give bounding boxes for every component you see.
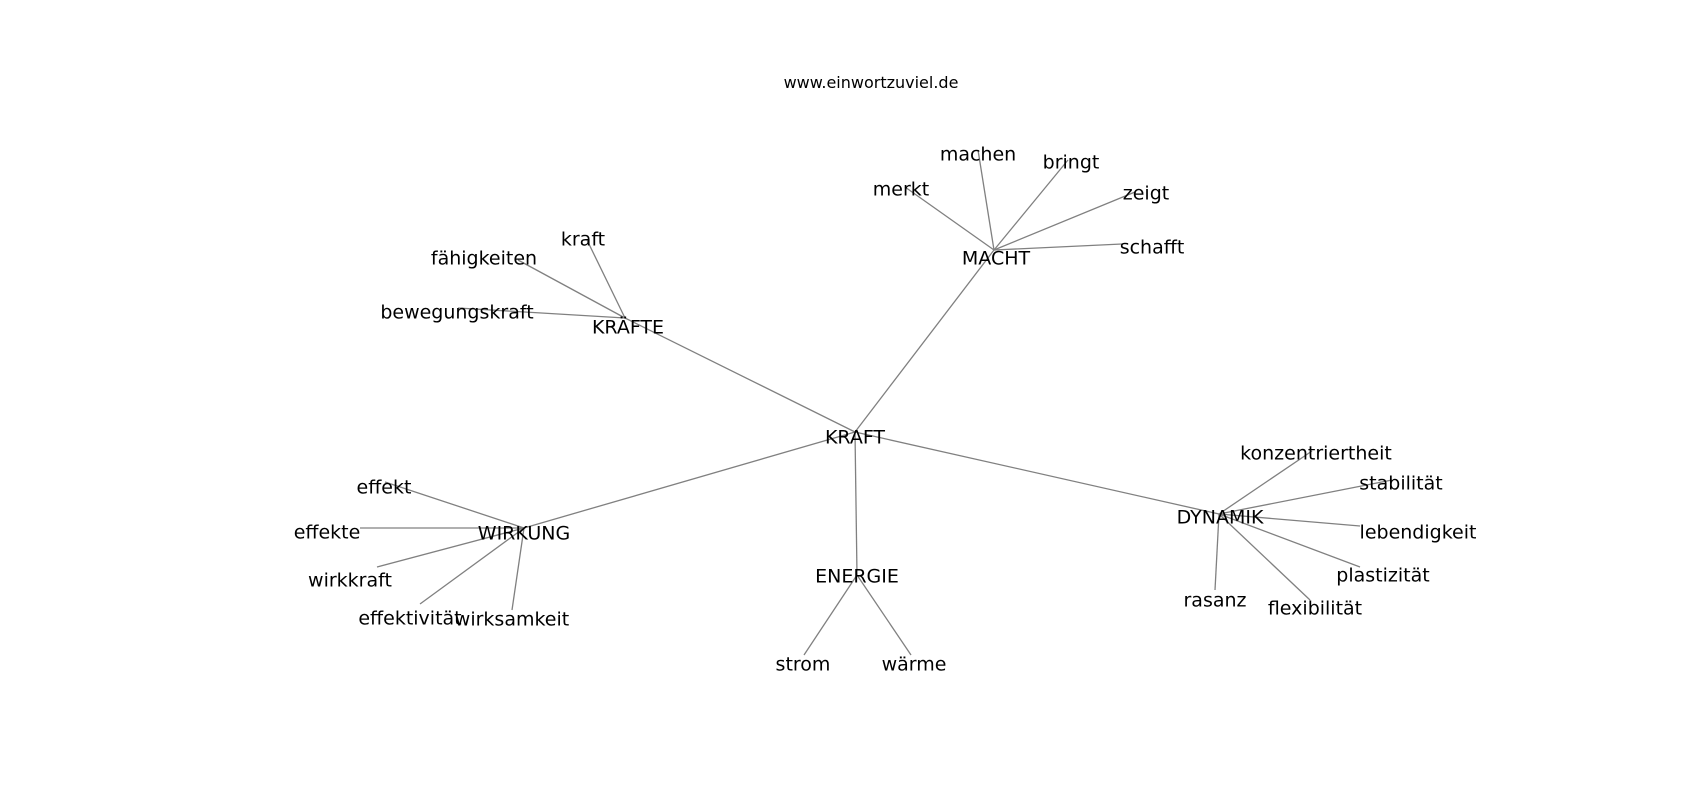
edge-kraft-macht — [854, 249, 995, 433]
node-label-schafft: schafft — [1120, 237, 1185, 259]
edge-energie-strom — [803, 574, 858, 656]
node-label-lebendigkeit: lebendigkeit — [1360, 522, 1477, 544]
node-label-stabilitaet: stabilität — [1359, 473, 1442, 495]
node-label-kraft: kraft — [561, 229, 605, 251]
edge-energie-waerme — [856, 574, 912, 656]
edge-macht-schafft — [993, 243, 1123, 251]
node-label-bringt: bringt — [1043, 152, 1100, 174]
edge-dynamik-flexibilitaet — [1218, 513, 1311, 601]
node-label-strom: strom — [776, 654, 831, 676]
edge-kraefte-bewegungskraft — [457, 307, 626, 319]
node-label-effektivitaet: effektivität — [358, 608, 461, 630]
node-label-kraft: KRAFT — [825, 427, 885, 449]
node-label-dynamik: DYNAMIK — [1177, 507, 1264, 529]
edge-wirkung-effektivitaet — [419, 527, 525, 605]
node-label-wirkung: WIRKUNG — [478, 523, 570, 545]
node-label-konzentriertheit: konzentriertheit — [1240, 443, 1392, 465]
edge-macht-bringt — [993, 159, 1069, 251]
node-label-wirkkraft: wirkkraft — [308, 570, 392, 592]
node-label-effekt: effekt — [357, 477, 412, 499]
node-label-effekte: effekte — [294, 522, 361, 544]
source-url: www.einwortzuviel.de — [784, 73, 959, 92]
node-label-merkt: merkt — [873, 179, 929, 201]
node-label-kraefte: KRÄFTE — [592, 316, 664, 339]
edge-macht-zeigt — [993, 191, 1136, 251]
node-label-flexibilitaet: flexibilität — [1268, 598, 1362, 620]
edge-dynamik-rasanz — [1214, 513, 1220, 591]
node-label-faehigkeiten: fähigkeiten — [431, 248, 537, 270]
edge-kraefte-kraft — [586, 239, 626, 319]
node-label-zeigt: zeigt — [1123, 183, 1169, 205]
node-label-bewegungskraft: bewegungskraft — [380, 302, 533, 324]
node-label-plastizitaet: plastizität — [1336, 565, 1429, 587]
edge-dynamik-lebendigkeit — [1218, 513, 1361, 527]
edge-dynamik-konzentriertheit — [1218, 450, 1313, 515]
edge-macht-merkt — [904, 186, 995, 251]
node-labels: KRAFT KRÄFTE kraft fähigkeiten bewegungskraf… — [294, 144, 1477, 676]
edges — [360, 149, 1393, 656]
edge-kraft-kraefte — [624, 317, 856, 433]
edge-kraft-energie — [854, 431, 858, 576]
node-label-machen: machen — [940, 144, 1016, 166]
edge-kraft-dynamik — [854, 431, 1220, 515]
node-label-energie: ENERGIE — [815, 566, 899, 588]
node-label-macht: MACHT — [962, 248, 1031, 270]
edge-wirkung-effekt — [384, 481, 525, 529]
edge-wirkung-wirksamkeit — [511, 527, 525, 611]
node-label-rasanz: rasanz — [1183, 590, 1246, 612]
edge-wirkung-wirkkraft — [376, 527, 525, 568]
edge-kraft-wirkung — [523, 431, 856, 529]
edge-dynamik-plastizitaet — [1218, 513, 1361, 568]
edge-kraefte-faehigkeiten — [517, 259, 626, 319]
node-label-waerme: wärme — [882, 654, 947, 676]
node-label-wirksamkeit: wirksamkeit — [455, 609, 569, 631]
edge-dynamik-stabilitaet — [1218, 479, 1393, 515]
edge-macht-machen — [977, 149, 995, 251]
